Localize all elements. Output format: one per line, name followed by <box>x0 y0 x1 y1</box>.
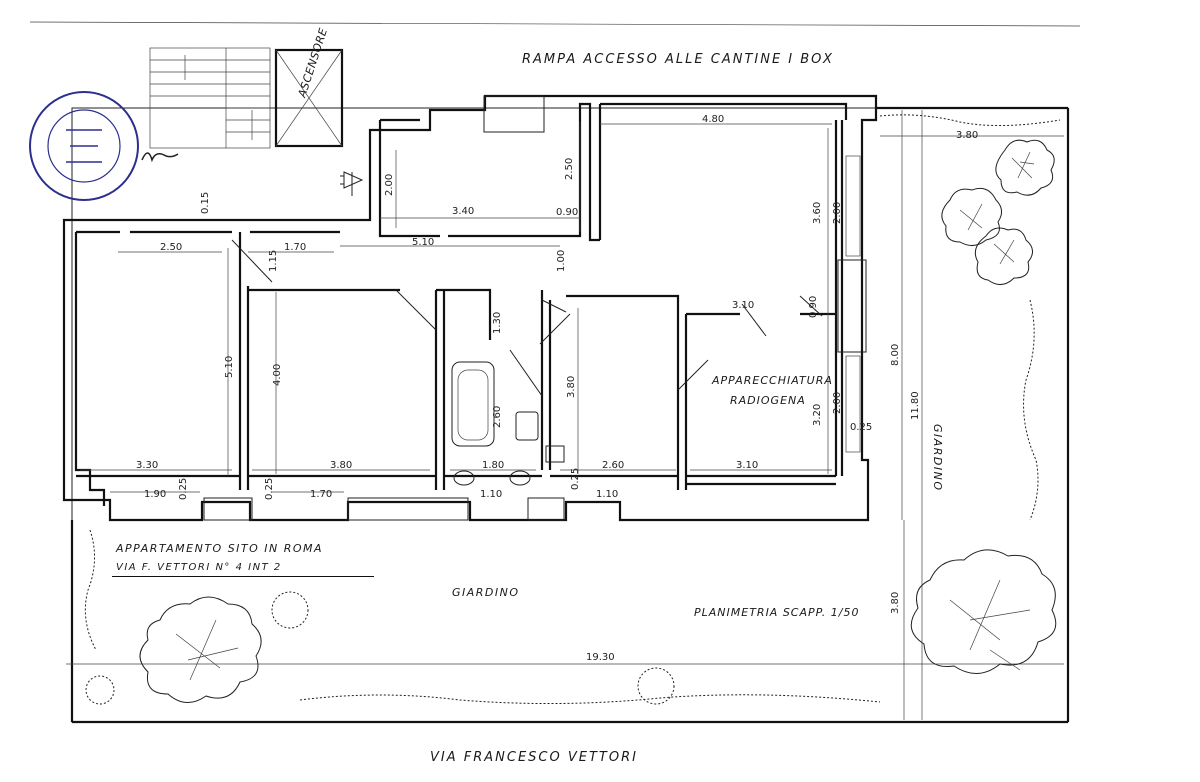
dim-label: 0.90 <box>556 207 578 218</box>
ramp-label: RAMPA ACCESSO ALLE CANTINE I BOX <box>522 52 834 67</box>
dim-label: 4.00 <box>272 364 283 386</box>
hedge-top <box>879 114 1061 127</box>
dim-label: 8.00 <box>890 344 901 366</box>
dim-label: 3.20 <box>812 404 823 426</box>
shrub-icon <box>271 591 309 629</box>
elevator-label: ASCENSORE <box>295 26 330 100</box>
dim-label: 1.15 <box>268 250 279 272</box>
dimension-labels: 2.50 1.70 5.10 0.15 1.15 3.40 0.90 2.00 … <box>136 114 978 663</box>
dim-label: 3.80 <box>890 592 901 614</box>
dim-label: 2.60 <box>602 460 624 471</box>
tree-icon <box>974 227 1033 285</box>
street-label: VIA FRANCESCO VETTORI <box>430 750 638 765</box>
title-block-line2: VIA F. VETTORI N° 4 INT 2 <box>116 562 282 573</box>
dim-label: 0.25 <box>570 468 581 490</box>
dim-label: 2.00 <box>832 202 843 224</box>
dim-label: 0.25 <box>264 478 275 500</box>
dim-label: 2.00 <box>832 392 843 414</box>
hedge-left <box>84 529 97 651</box>
garden-label-front: GIARDINO <box>452 586 520 599</box>
dim-label: 5.10 <box>224 356 235 378</box>
elevator-shaft <box>274 48 344 148</box>
dim-label: 1.10 <box>480 489 502 500</box>
dim-label: 3.30 <box>136 460 158 471</box>
dim-label: 1.10 <box>596 489 618 500</box>
bathtub-icon <box>451 361 495 447</box>
shrub-icon <box>85 675 115 705</box>
equipment-label-line1: APPARECCHIATURA <box>712 374 833 387</box>
title-block-line1: APPARTAMENTO SITO IN ROMA <box>116 542 324 555</box>
architect-stamp-icon <box>29 91 179 201</box>
dim-label: 11.80 <box>910 391 921 420</box>
dim-label: 1.90 <box>144 489 166 500</box>
dim-label: 2.50 <box>160 242 182 253</box>
title-underline <box>112 576 374 577</box>
dim-label: 19.30 <box>586 652 615 663</box>
staircase <box>149 47 271 149</box>
dim-label: 1.70 <box>284 242 306 253</box>
paper-edge-top <box>29 21 1081 27</box>
dim-label: 3.40 <box>452 206 474 217</box>
dim-label: 1.00 <box>556 250 567 272</box>
dimension-lines <box>66 110 1064 720</box>
dim-label: 3.80 <box>566 376 577 398</box>
dim-label: 3.10 <box>736 460 758 471</box>
tree-icon <box>910 549 1057 674</box>
equipment-label-line2: RADIOGENA <box>730 394 806 407</box>
bidet-icon <box>509 470 531 486</box>
apartment-walls <box>62 94 878 522</box>
scale-label: PLANIMETRIA SCAPP. 1/50 <box>694 606 860 619</box>
dim-label: 4.80 <box>702 114 724 125</box>
tree-icon <box>139 596 262 703</box>
signature-icon <box>141 152 179 163</box>
dim-label: 1.70 <box>310 489 332 500</box>
dim-label: 2.00 <box>384 174 395 196</box>
door-swings <box>231 239 823 397</box>
hedge-right <box>1023 299 1039 521</box>
dim-label: 0.15 <box>200 192 211 214</box>
dim-label: 2.60 <box>492 406 503 428</box>
garden-label-side: GIARDINO <box>931 424 944 492</box>
tree-icon <box>941 187 1002 246</box>
dim-label: 3.80 <box>956 130 978 141</box>
tree-icon <box>995 139 1055 196</box>
sink-icon <box>515 411 539 441</box>
garden-vegetation <box>84 114 1061 705</box>
dim-label: 2.50 <box>564 158 575 180</box>
dim-label: 5.10 <box>412 237 434 248</box>
hedge-bottom <box>299 694 881 705</box>
dim-label: 1.30 <box>492 312 503 334</box>
dim-label: 3.10 <box>732 300 754 311</box>
dim-label: 3.60 <box>812 202 823 224</box>
dim-label: 1.80 <box>482 460 504 471</box>
entrance-arrow-icon <box>340 171 364 196</box>
toilet-icon <box>453 470 475 486</box>
window-niches <box>203 95 867 521</box>
dim-label: 0.25 <box>178 478 189 500</box>
dim-label: 3.80 <box>330 460 352 471</box>
dim-label: 0.25 <box>850 422 872 433</box>
bathroom-fixtures <box>451 361 565 486</box>
dim-label: 0.90 <box>808 296 819 318</box>
shrub-icon <box>637 667 675 705</box>
